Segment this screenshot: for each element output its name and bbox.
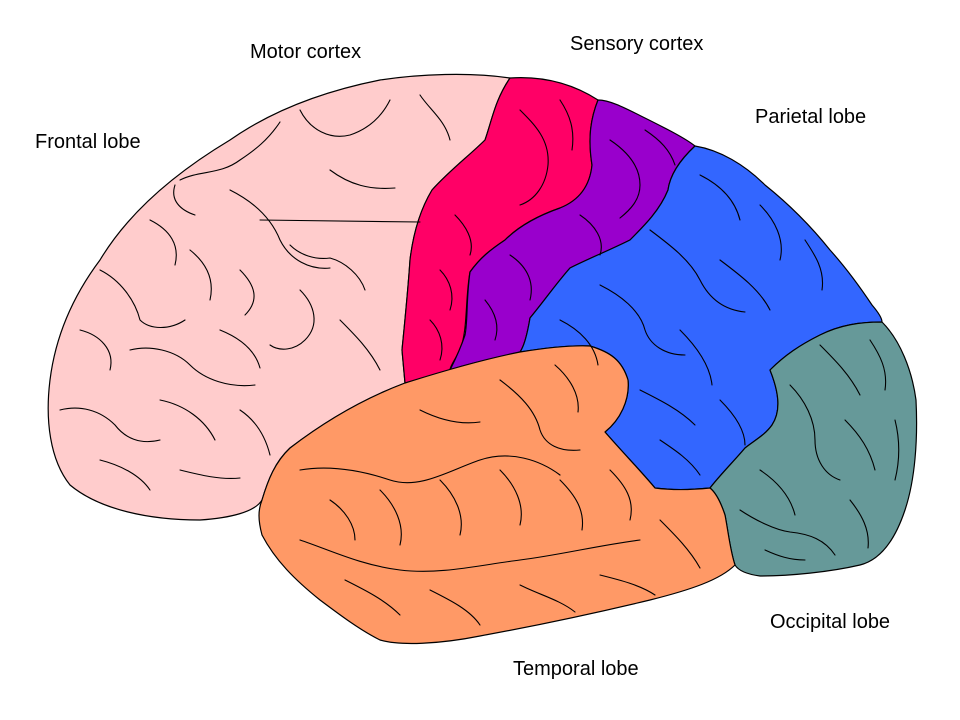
sulci (59, 94, 900, 626)
parietal-lobe-label: Parietal lobe (755, 106, 866, 128)
temporal-lobe-label: Temporal lobe (513, 658, 639, 680)
brain (47, 73, 918, 645)
temporal-lobe-region (258, 345, 736, 645)
frontal-lobe-label: Frontal lobe (35, 131, 141, 153)
occipital-lobe-label: Occipital lobe (770, 611, 890, 633)
sensory-cortex-label: Sensory cortex (570, 33, 703, 55)
motor-cortex-label: Motor cortex (250, 41, 361, 63)
labels: Frontal lobe Motor cortex Sensory cortex… (35, 33, 890, 680)
